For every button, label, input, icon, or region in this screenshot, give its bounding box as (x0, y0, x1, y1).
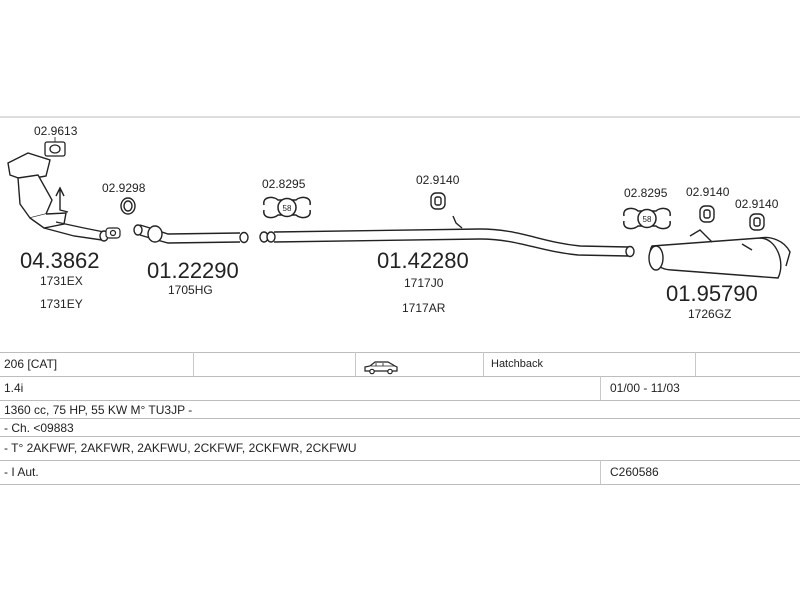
center-pipe-drawing (259, 215, 635, 258)
accessory-number: 02.9140 (735, 197, 779, 211)
clamp-58-icon: 58 (623, 207, 671, 230)
part-code: 1731EX (40, 274, 83, 288)
hanger-rubber-icon (749, 213, 765, 231)
accessory-number: 02.9140 (416, 173, 460, 187)
hanger-rubber-icon (699, 205, 715, 223)
vehicle-chassis: - Ch. <09883 (4, 421, 74, 435)
clamp-label: 58 (643, 215, 652, 224)
part-code: 1717AR (402, 301, 446, 315)
vehicle-period: 01/00 - 11/03 (610, 381, 680, 395)
clamp-label: 58 (283, 204, 292, 213)
vehicle-body-type: Hatchback (491, 358, 543, 370)
ring-gasket-icon (120, 197, 136, 215)
accessory-number: 02.9613 (34, 124, 78, 138)
rear-silencer-drawing (648, 229, 791, 279)
part-number: 01.42280 (377, 248, 469, 273)
vehicle-engine: 1.4i (4, 381, 24, 395)
part-number: 04.3862 (20, 248, 100, 273)
part-code: 1705HG (168, 283, 213, 297)
accessory-number: 02.9140 (686, 185, 730, 199)
sensor-flange-icon (105, 227, 121, 239)
catalytic-converter-drawing (7, 152, 109, 242)
part-code: 1726GZ (688, 307, 731, 321)
hatchback-car-icon (364, 361, 398, 375)
accessory-number: 02.9298 (102, 181, 146, 195)
front-pipe-drawing (133, 224, 249, 244)
accessory-number: 02.8295 (624, 186, 668, 200)
part-number: 01.95790 (666, 281, 758, 306)
catalog-code: C260586 (610, 465, 659, 479)
vehicle-type-codes: - T° 2AKFWF, 2AKFWR, 2AKFWU, 2CKFWF, 2CK… (4, 441, 357, 455)
clamp-58-icon: 58 (263, 196, 311, 219)
accessory-number: 02.8295 (262, 177, 306, 191)
part-number: 01.22290 (147, 258, 239, 283)
vehicle-model: 206 [CAT] (4, 357, 58, 371)
gasket-icon (44, 141, 66, 157)
hanger-rubber-icon (430, 192, 446, 210)
part-code: 1717J0 (404, 276, 444, 290)
vehicle-spec: 1360 cc, 75 HP, 55 KW M° TU3JP - (4, 403, 193, 417)
part-code: 1731EY (40, 297, 83, 311)
vehicle-transmission: - I Aut. (4, 465, 39, 479)
